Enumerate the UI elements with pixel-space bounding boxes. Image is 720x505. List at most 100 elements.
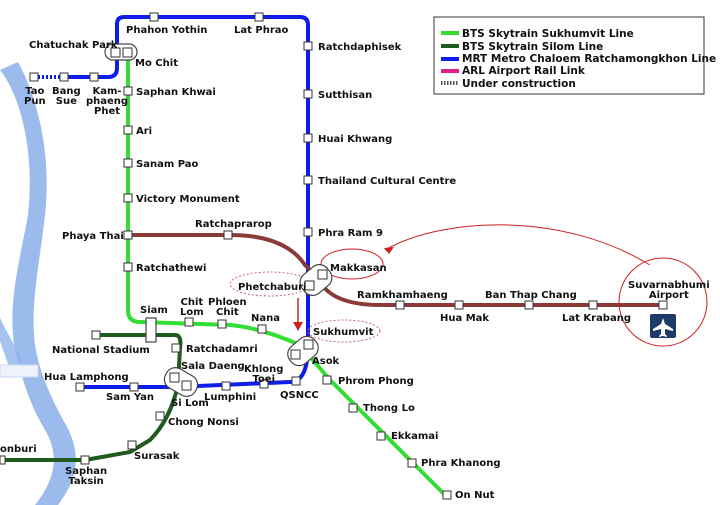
station-label: Siam xyxy=(140,305,168,316)
station-marker[interactable] xyxy=(395,300,405,310)
station-marker[interactable] xyxy=(127,440,137,450)
airplane-icon xyxy=(650,314,676,338)
station-label: Nana xyxy=(251,313,280,324)
station-marker[interactable] xyxy=(184,317,194,327)
station-label: National Stadium xyxy=(52,345,150,356)
station-label: QSNCC xyxy=(280,390,319,401)
bts-sukhumvit-line-path xyxy=(126,52,450,500)
station-label: Chatuchak Park xyxy=(29,40,118,51)
station-label: Mo Chit xyxy=(135,58,178,69)
station-marker[interactable] xyxy=(171,343,181,353)
river-tributary xyxy=(0,318,22,370)
station-marker[interactable] xyxy=(303,133,313,143)
siam-interchange[interactable] xyxy=(145,317,157,343)
station-marker[interactable] xyxy=(89,72,99,82)
station-label: Ban Thap Chang xyxy=(485,290,577,301)
station-marker[interactable] xyxy=(0,455,6,465)
station-marker[interactable] xyxy=(303,339,314,350)
station-marker[interactable] xyxy=(123,230,133,240)
legend-label: BTS Skytrain Sukhumvit Line xyxy=(462,28,634,40)
station-label: Phra Khanong xyxy=(421,458,501,469)
station-label: Surasak xyxy=(134,451,180,462)
legend: BTS Skytrain Sukhumvit Line BTS Skytrain… xyxy=(433,16,716,95)
station-label: Ari xyxy=(136,126,152,137)
station-label: Ratchadamri xyxy=(186,344,258,355)
station-marker[interactable] xyxy=(322,375,332,385)
station-marker[interactable] xyxy=(303,89,313,99)
station-label: Phahon Yothin xyxy=(126,25,207,36)
station-label: Huai Khwang xyxy=(318,134,392,145)
station-marker[interactable] xyxy=(110,47,121,58)
station-marker[interactable] xyxy=(407,458,417,468)
legend-label: Under construction xyxy=(462,78,576,90)
arl-line-path xyxy=(128,233,660,307)
station-marker[interactable] xyxy=(588,300,598,310)
station-marker[interactable] xyxy=(59,72,69,82)
station-label: Hua Lamphong xyxy=(44,372,129,383)
station-marker[interactable] xyxy=(257,324,267,334)
station-marker[interactable] xyxy=(122,47,133,58)
legend-label: ARL Airport Rail Link xyxy=(462,65,586,77)
station-marker[interactable] xyxy=(442,490,452,500)
station-label: Lat Phrao xyxy=(234,25,289,36)
station-label: Ramkhamhaeng xyxy=(357,290,448,301)
station-label: Sutthisan xyxy=(318,90,372,101)
station-label: Chong Nonsi xyxy=(168,417,239,428)
makkasan-highlight-circle xyxy=(320,248,384,280)
annotation-arrow-curve xyxy=(384,224,651,266)
station-marker[interactable] xyxy=(169,372,180,383)
station-marker[interactable] xyxy=(303,175,313,185)
legend-label: BTS Skytrain Silom Line xyxy=(462,41,603,53)
station-label: Phetchaburi xyxy=(238,282,306,293)
station-marker[interactable] xyxy=(29,72,39,82)
station-marker[interactable] xyxy=(123,262,133,272)
station-label: Lat Krabang xyxy=(562,313,631,324)
station-marker[interactable] xyxy=(91,330,101,340)
station-label: Thailand Cultural Centre xyxy=(318,176,456,187)
station-marker[interactable] xyxy=(524,300,534,310)
station-label: Sala Daeng xyxy=(181,361,245,372)
station-marker[interactable] xyxy=(303,227,313,237)
station-label: Phaya Thai xyxy=(62,231,124,242)
station-label: Hua Mak xyxy=(440,313,489,324)
station-marker[interactable] xyxy=(155,411,165,421)
station-marker[interactable] xyxy=(181,380,192,391)
station-label: Ratchaprarop xyxy=(195,219,272,230)
station-marker[interactable] xyxy=(303,41,313,51)
station-marker[interactable] xyxy=(291,376,301,386)
station-label: Victory Monument xyxy=(136,194,240,205)
station-marker[interactable] xyxy=(259,379,269,389)
station-marker[interactable] xyxy=(348,403,358,413)
station-marker[interactable] xyxy=(123,125,133,135)
station-marker[interactable] xyxy=(75,382,85,392)
station-label: onburi xyxy=(0,444,37,455)
station-marker[interactable] xyxy=(129,382,139,392)
station-marker[interactable] xyxy=(123,86,133,96)
legend-label: MRT Metro Chaloem Ratchamongkhon Line xyxy=(462,53,716,65)
station-marker[interactable] xyxy=(376,431,386,441)
station-marker[interactable] xyxy=(123,158,133,168)
station-label: Ratchdaphisek xyxy=(318,42,402,53)
station-label: On Nut xyxy=(455,490,495,501)
station-marker[interactable] xyxy=(80,455,90,465)
station-marker[interactable] xyxy=(123,193,133,203)
station-marker[interactable] xyxy=(290,349,301,360)
station-marker[interactable] xyxy=(217,319,227,329)
station-marker[interactable] xyxy=(304,280,315,291)
station-marker[interactable] xyxy=(317,269,328,280)
station-marker[interactable] xyxy=(658,300,668,310)
station-marker[interactable] xyxy=(254,12,264,22)
transfer-arrowhead xyxy=(293,322,303,331)
station-label: Phrom Phong xyxy=(338,376,414,387)
station-marker[interactable] xyxy=(223,230,233,240)
station-marker[interactable] xyxy=(149,12,159,22)
station-marker[interactable] xyxy=(221,381,231,391)
station-marker[interactable] xyxy=(454,300,464,310)
station-label: Makkasan xyxy=(330,263,387,274)
